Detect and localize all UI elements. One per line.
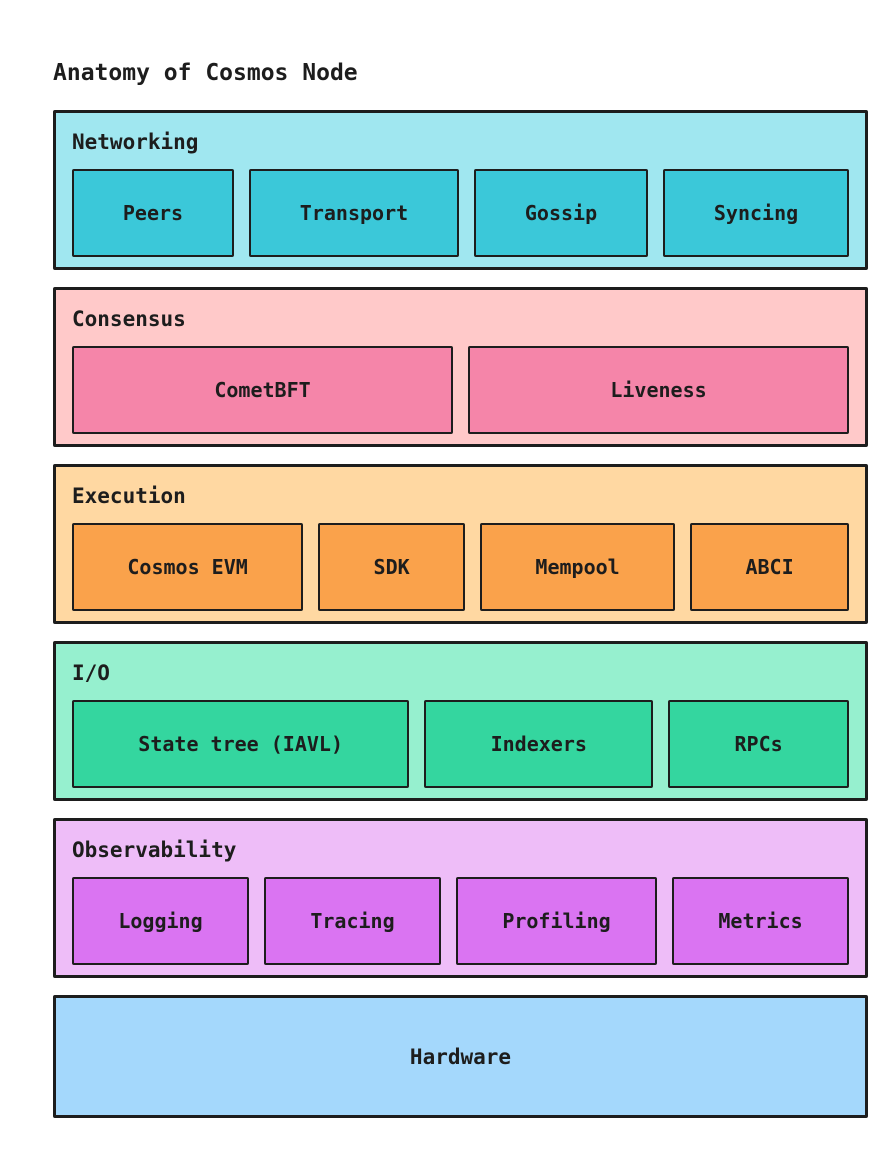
layer-hardware: Hardware: [53, 995, 868, 1118]
layer-consensus: Consensus CometBFT Liveness: [53, 287, 868, 447]
diagram-canvas: Anatomy of Cosmos Node Networking Peers …: [53, 0, 868, 1118]
layer-observability-items: Logging Tracing Profiling Metrics: [72, 877, 850, 965]
node-abci: ABCI: [690, 523, 850, 611]
layer-networking-label: Networking: [72, 130, 199, 154]
layer-observability-label: Observability: [72, 838, 237, 862]
layer-consensus-label: Consensus: [72, 307, 186, 331]
layer-execution-items: Cosmos EVM SDK Mempool ABCI: [72, 523, 850, 611]
node-transport: Transport: [248, 169, 460, 257]
diagram-title: Anatomy of Cosmos Node: [53, 60, 358, 86]
node-gossip: Gossip: [474, 169, 648, 257]
node-logging: Logging: [72, 877, 249, 965]
node-state-tree-iavl: State tree (IAVL): [72, 700, 410, 788]
layer-networking-items: Peers Transport Gossip Syncing: [72, 169, 850, 257]
layer-io-label: I/O: [72, 661, 110, 685]
node-sdk: SDK: [318, 523, 466, 611]
node-metrics: Metrics: [672, 877, 850, 965]
layer-io: I/O State tree (IAVL) Indexers RPCs: [53, 641, 868, 801]
node-cometbft: CometBFT: [72, 346, 453, 434]
layer-networking: Networking Peers Transport Gossip Syncin…: [53, 110, 868, 270]
layer-observability: Observability Logging Tracing Profiling …: [53, 818, 868, 978]
layer-hardware-label: Hardware: [409, 1044, 512, 1069]
node-indexers: Indexers: [424, 700, 654, 788]
node-rpcs: RPCs: [668, 700, 849, 788]
node-mempool: Mempool: [480, 523, 676, 611]
node-profiling: Profiling: [455, 877, 658, 965]
node-peers: Peers: [72, 169, 234, 257]
layer-consensus-items: CometBFT Liveness: [72, 346, 849, 434]
layer-execution: Execution Cosmos EVM SDK Mempool ABCI: [53, 464, 868, 624]
layer-io-items: State tree (IAVL) Indexers RPCs: [72, 700, 849, 788]
node-liveness: Liveness: [468, 346, 849, 434]
layer-execution-label: Execution: [72, 484, 186, 508]
node-tracing: Tracing: [263, 877, 441, 965]
node-syncing: Syncing: [663, 169, 850, 257]
node-cosmos-evm: Cosmos EVM: [72, 523, 304, 611]
